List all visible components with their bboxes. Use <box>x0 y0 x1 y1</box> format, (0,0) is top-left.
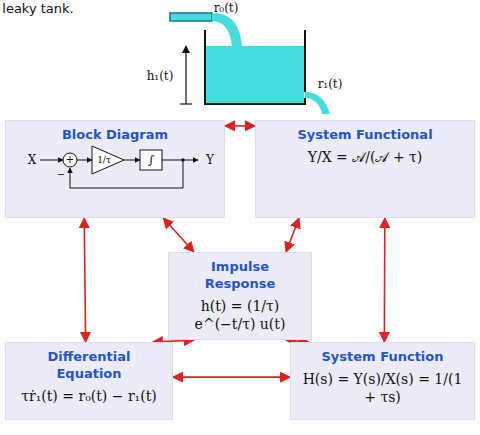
box-heading: Block Diagram <box>14 127 216 144</box>
gain-triangle <box>92 146 124 174</box>
tank-water <box>206 46 304 103</box>
feedback-line <box>70 160 183 188</box>
integrator-symbol: ∫ <box>148 154 154 166</box>
title-note: leaky tank. <box>2 2 73 15</box>
representation-box: System FunctionalY/X = 𝒜/(𝒜 + τ) <box>255 120 475 218</box>
tank-wall <box>304 30 306 92</box>
gain-value: 1/τ <box>97 156 111 165</box>
tank-wall <box>205 30 305 104</box>
formula: τṙ₁(t) = r₀(t) − r₁(t) <box>14 387 164 405</box>
summing-junction <box>63 153 77 167</box>
representation-box: Differential Equation τṙ₁(t) = r₀(t) − r₁… <box>5 342 173 420</box>
box-heading: System Function <box>299 349 466 366</box>
equivalence-arrow <box>225 125 255 127</box>
signal-line <box>40 160 63 161</box>
height-arrowhead <box>182 45 190 53</box>
sum-sign: − <box>57 170 65 180</box>
equivalence-arrow <box>173 376 290 378</box>
representation-box: Block Diagram <box>5 120 225 218</box>
outflow-stream <box>305 92 330 114</box>
formula: H(s) = Y(s)/X(s) = 1/(1 + τs) <box>299 370 466 406</box>
flow-label: r₁(t) <box>318 78 343 90</box>
signal-line <box>77 160 92 161</box>
equivalence-arrow <box>163 218 194 252</box>
box-heading: System Functional <box>264 127 466 144</box>
sum-sign: + <box>66 155 74 165</box>
formula: h(t) = (1/τ) e^(−t/τ) u(t) <box>177 297 303 333</box>
box-heading: Differential Equation <box>14 349 164 383</box>
inlet-pipe <box>170 13 212 21</box>
representation-box: System FunctionH(s) = Y(s)/X(s) = 1/(1 +… <box>290 342 475 420</box>
signal-line <box>124 160 140 161</box>
equivalence-arrow <box>384 218 386 342</box>
integrator-box <box>140 150 162 170</box>
inflow-stream <box>212 13 242 46</box>
box-heading: Impulse Response <box>177 259 303 293</box>
height-label: h₁(t) <box>147 70 174 82</box>
height-arrow <box>185 50 186 104</box>
equivalence-arrow <box>286 218 299 252</box>
equivalence-arrow <box>84 218 85 342</box>
signal-line <box>162 160 198 161</box>
signal-name: X <box>28 154 37 166</box>
formula: Y/X = 𝒜/(𝒜 + τ) <box>264 148 466 166</box>
flow-label: r₀(t) <box>214 2 239 14</box>
signal-name: Y <box>206 154 214 166</box>
representation-box: Impulse Response h(t) = (1/τ) e^(−t/τ) u(… <box>168 252 312 340</box>
branch-dot <box>181 158 185 162</box>
